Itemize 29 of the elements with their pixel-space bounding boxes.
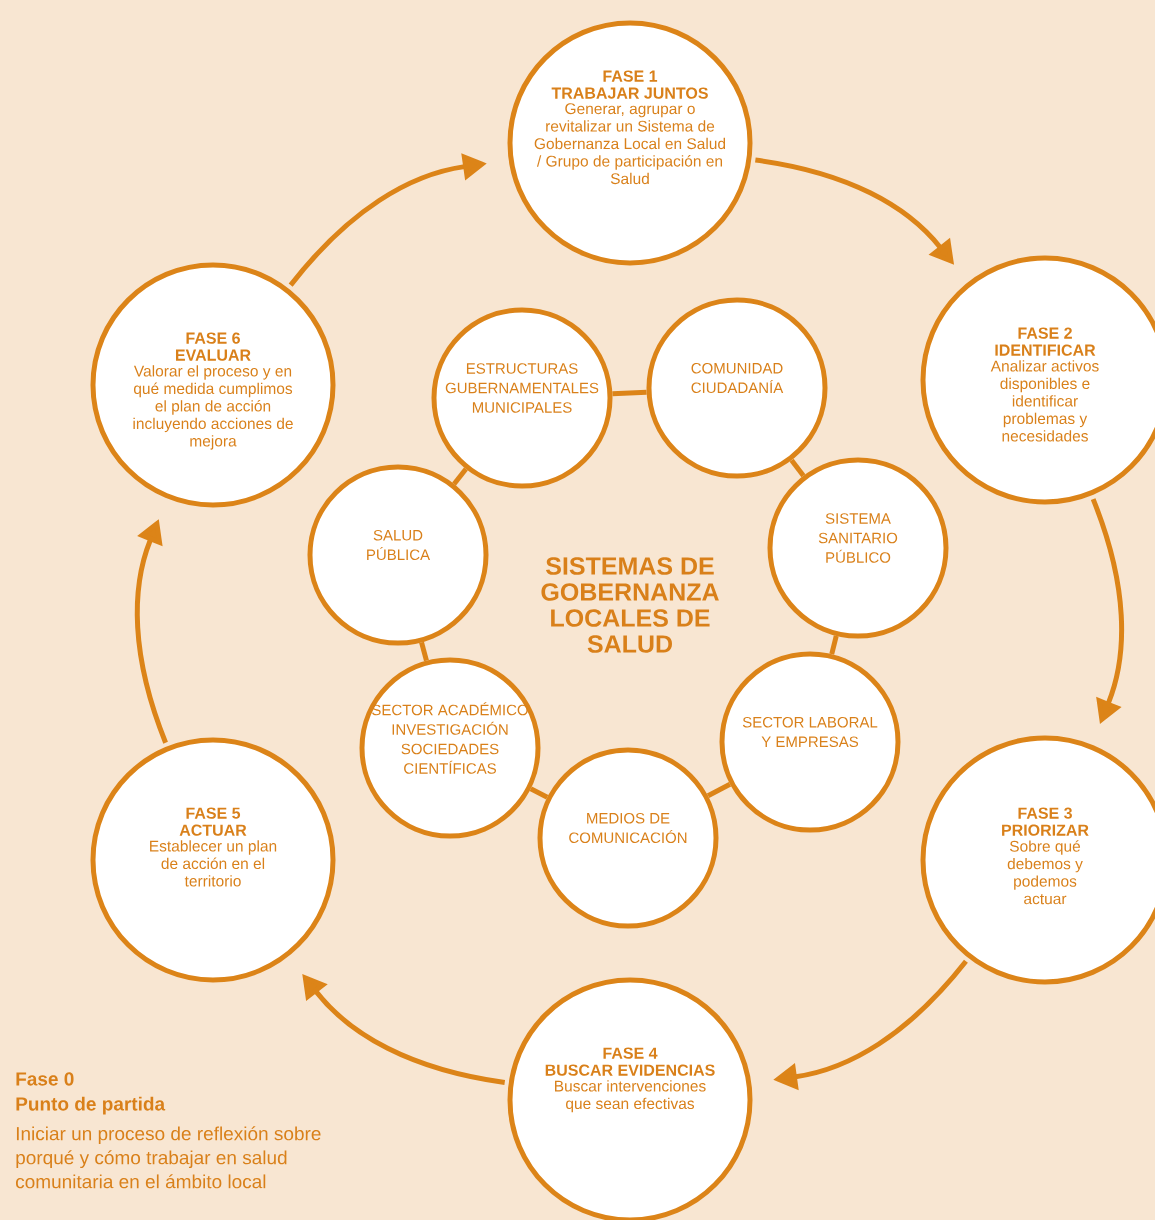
connector: [419, 641, 429, 662]
connector: [789, 458, 806, 478]
phase-description: Buscar intervenciones que sean efectivas: [555, 1080, 706, 1113]
phase-description: Iniciar un proceso de reflexión sobre porqué y cómo trabajar en salud comunitaria en el ámbito local: [16, 1126, 321, 1189]
phase-description: Valorar el proceso y en qué medida cumplimos el plan de acción incluyendo acciones de mejora: [133, 365, 293, 450]
circle-label: SALUD PÚBLICA: [367, 529, 431, 561]
phase-description: Generar, agrupar o revitalizar un Sistema de Gobernanza Local en Salud / Grupo de participación en Salud: [534, 103, 726, 185]
connector: [612, 389, 647, 397]
phase-description: Sobre qué debemos y podemos actuar: [1007, 840, 1083, 905]
phase-title: FASE 4 BUSCAR EVIDENCIAS: [545, 1047, 715, 1076]
phase-title: FASE 2 IDENTIFICAR: [995, 327, 1096, 356]
phase-title: Fase 0 Punto de partida: [16, 1072, 166, 1115]
phase-title: FASE 6 EVALUAR: [176, 332, 251, 361]
connector: [452, 467, 468, 486]
connector: [529, 786, 549, 800]
circle-label: MEDIOS DE COMUNICACIÓN: [569, 812, 687, 844]
connector: [706, 782, 732, 798]
phase-title: FASE 3 PRIORIZAR: [1002, 807, 1089, 836]
circle-label: ESTRUCTURAS GUBERNAMENTALES MUNICIPALES: [445, 363, 599, 413]
phase-description: Establecer un plan de acción en el territorio: [150, 840, 277, 887]
circle-label: SISTEMA SANITARIO PÚBLICO: [818, 513, 898, 563]
center-title: SISTEMAS DE GOBERNANZA LOCALES DE SALUD: [541, 557, 719, 653]
phase-title: FASE 5 ACTUAR: [179, 807, 247, 836]
circle-label: SECTOR LABORAL Y EMPRESAS: [742, 716, 878, 748]
phase-description: Analizar activos disponibles e identificar problemas y necesidades: [990, 360, 1099, 442]
circle-label: COMUNIDAD CIUDADANÍA: [691, 362, 784, 394]
circle-label: SECTOR ACADÉMICO INVESTIGACIÓN SOCIEDADES CIENTÍFICAS: [372, 702, 528, 774]
phase-title: FASE 1 TRABAJAR JUNTOS: [551, 70, 708, 99]
connector: [829, 635, 839, 655]
